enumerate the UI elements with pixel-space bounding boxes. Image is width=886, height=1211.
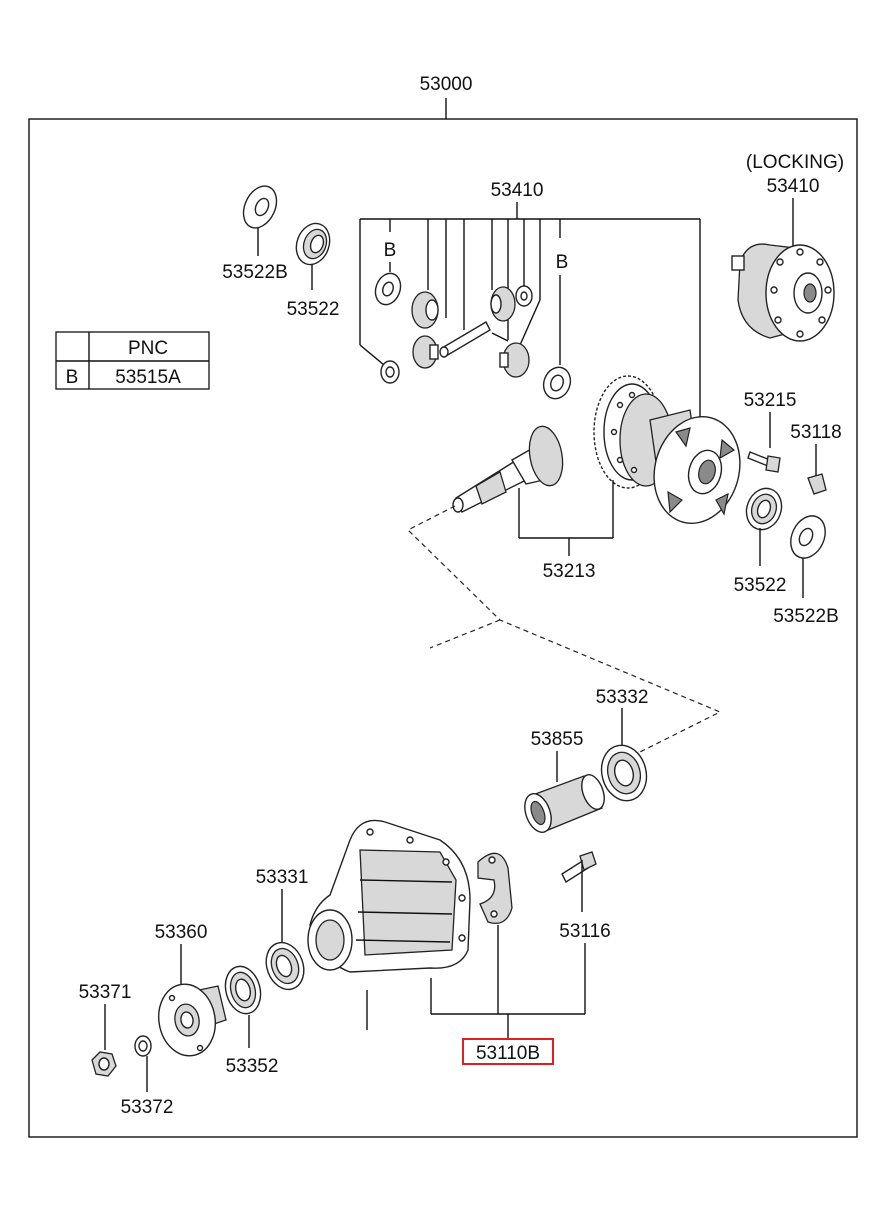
label-53352[interactable]: 53352 — [226, 1056, 279, 1077]
label-b-right: B — [556, 252, 569, 273]
label-53522-top[interactable]: 53522 — [287, 299, 340, 320]
ring-gear[interactable] — [593, 375, 673, 489]
label-53410-locking[interactable]: 53410 — [767, 176, 820, 197]
pnc-header: PNC — [128, 338, 168, 359]
cap-bolt[interactable] — [561, 851, 597, 884]
label-53116[interactable]: 53116 — [559, 921, 610, 942]
pinion-gear-right[interactable] — [499, 342, 530, 378]
diagram-frame — [28, 118, 858, 1138]
label-53118[interactable]: 53118 — [790, 422, 841, 443]
locking-differential-case[interactable] — [731, 243, 835, 342]
label-b-left: B — [384, 240, 397, 261]
bearing-53332[interactable] — [596, 740, 653, 805]
companion-flange[interactable] — [153, 980, 227, 1061]
lock-clip[interactable] — [807, 473, 827, 495]
collapsible-spacer[interactable] — [520, 772, 609, 836]
label-locking: (LOCKING) — [746, 152, 844, 173]
bearing-53522-bottom[interactable] — [741, 483, 787, 534]
side-gear-right[interactable] — [490, 286, 516, 322]
label-53522b-top[interactable]: 53522B — [222, 262, 288, 283]
pinion-gear-left[interactable] — [412, 335, 439, 369]
label-53522-bottom[interactable]: 53522 — [734, 575, 787, 596]
carrier-housing[interactable] — [307, 819, 471, 973]
differential-case[interactable] — [642, 407, 751, 533]
ring-gear-bolt[interactable] — [747, 451, 781, 473]
label-53410[interactable]: 53410 — [491, 180, 544, 201]
flange-washer[interactable] — [134, 1035, 152, 1057]
label-53522b-bottom[interactable]: 53522B — [773, 606, 839, 627]
label-53000[interactable]: 53000 — [420, 74, 473, 95]
label-53332[interactable]: 53332 — [596, 687, 649, 708]
pnc-row-value[interactable]: 53515A — [115, 367, 181, 388]
label-53372[interactable]: 53372 — [121, 1097, 174, 1118]
oil-seal-53352[interactable] — [220, 962, 265, 1017]
label-53331[interactable]: 53331 — [256, 867, 309, 888]
side-gear-left[interactable] — [411, 291, 439, 329]
label-53855[interactable]: 53855 — [531, 729, 584, 750]
label-53360[interactable]: 53360 — [155, 922, 208, 943]
washer-53522b-top[interactable] — [237, 181, 283, 234]
pnc-row-key: B — [66, 367, 79, 388]
washer-53522b-bottom[interactable] — [784, 510, 832, 563]
lock-nut[interactable] — [91, 1051, 117, 1077]
lock-pin[interactable] — [491, 332, 509, 342]
label-53213[interactable]: 53213 — [543, 561, 596, 582]
bearing-53331[interactable] — [260, 937, 310, 994]
label-53215[interactable]: 53215 — [744, 390, 797, 411]
pnc-table: PNC B 53515A — [55, 331, 210, 390]
bearing-53522-top[interactable] — [291, 219, 335, 269]
bearing-cap[interactable] — [477, 852, 513, 925]
highlight-box-53110b — [462, 1038, 554, 1065]
label-53371[interactable]: 53371 — [79, 982, 132, 1003]
assembly-dashed-line — [406, 505, 722, 753]
label-53110b[interactable]: 53110B — [476, 1043, 540, 1064]
pinion-shaft[interactable] — [439, 321, 491, 358]
drive-pinion[interactable] — [452, 424, 567, 513]
